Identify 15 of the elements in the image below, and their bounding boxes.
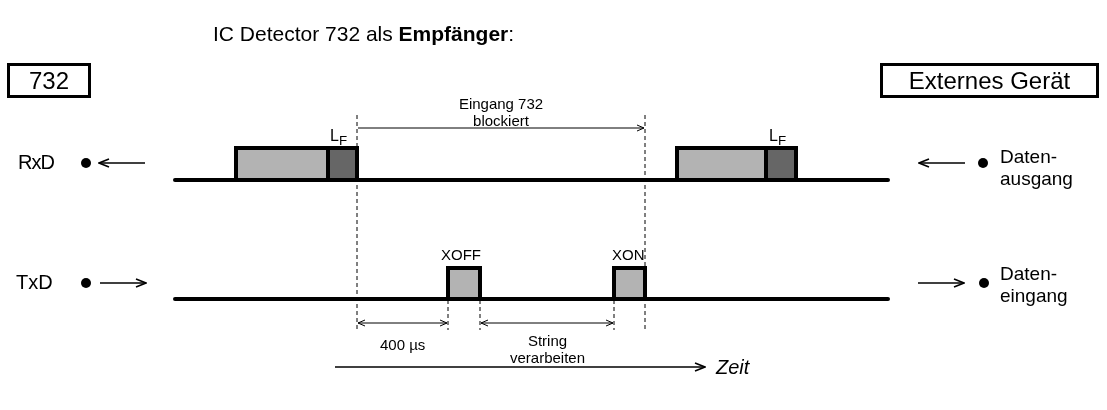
device-box: 732 — [7, 63, 91, 98]
time-axis-label: Zeit — [716, 356, 750, 379]
pin-label: TxD — [16, 271, 53, 294]
signal-label: L$_{F}$ — [330, 127, 348, 149]
pin-label: RxD — [18, 151, 54, 174]
signal-label: XON — [612, 246, 645, 264]
signal-label: XOFF — [441, 246, 481, 264]
duration-label: String verarbeiten — [508, 332, 586, 367]
device-box: Externes Gerät — [880, 63, 1099, 98]
title: IC Detector 732 als Empfänger: — [213, 22, 515, 47]
signal-label: L$_{F}$ — [769, 127, 787, 149]
signal-label: Eingang 732 blockiert — [457, 95, 545, 130]
duration-label: 400 µs — [380, 336, 426, 354]
pin-label: Daten- eingang — [1000, 263, 1069, 307]
pin-label: Daten- ausgang — [1000, 146, 1074, 190]
